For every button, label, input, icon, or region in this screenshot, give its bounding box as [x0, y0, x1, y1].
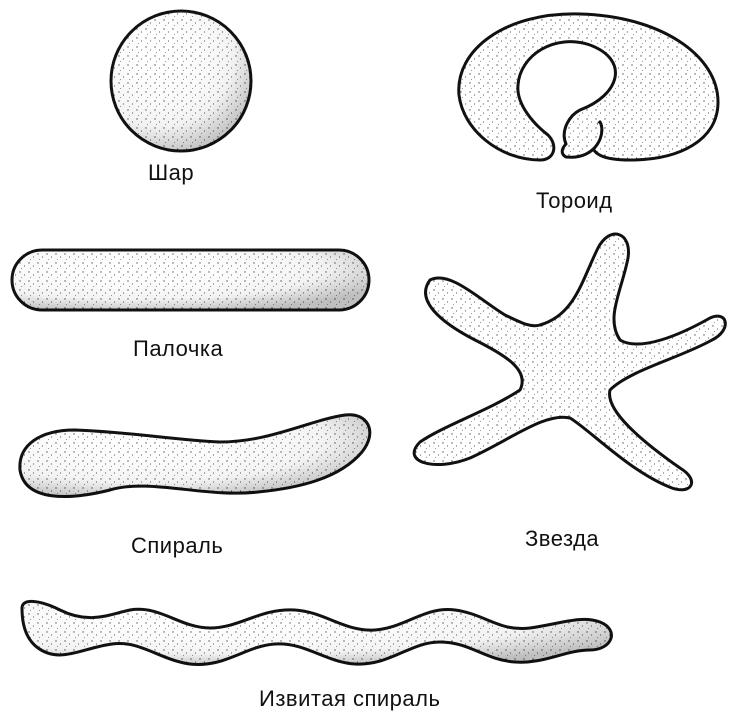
sphere-shape: [111, 11, 251, 151]
twisted-spiral-label: Извитая спираль: [259, 686, 440, 712]
toroid-shape: [459, 14, 718, 160]
toroid-label: Тороид: [536, 188, 613, 214]
star-label: Звезда: [525, 526, 599, 552]
spiral-shape: [20, 415, 370, 497]
twisted-spiral-shape: [22, 601, 611, 664]
spiral-label: Спираль: [131, 533, 223, 559]
rod-shape: [12, 250, 369, 310]
sphere-label: Шар: [148, 160, 194, 186]
rod-label: Палочка: [133, 336, 223, 362]
star-shape: [414, 234, 725, 490]
